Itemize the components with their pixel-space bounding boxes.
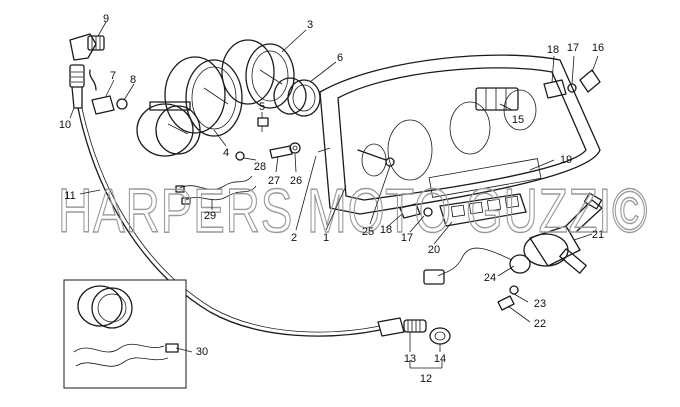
callout-30: 30 <box>196 346 208 358</box>
callout-22: 22 <box>534 318 546 330</box>
switch-panel-bulb <box>399 203 433 219</box>
angle-drive <box>69 33 105 61</box>
cable-lower-end <box>377 317 451 345</box>
callout-28: 28 <box>254 161 266 173</box>
callout-1: 1 <box>323 232 329 244</box>
callout-3: 3 <box>307 19 313 31</box>
warning-light-cluster <box>475 87 519 111</box>
callout-23: 23 <box>534 298 546 310</box>
bulb-holder <box>89 69 128 115</box>
ignition-connector <box>423 247 531 285</box>
instrument-wiring <box>175 175 257 205</box>
callout-8: 8 <box>130 74 136 86</box>
speedometer-cable <box>77 107 381 337</box>
callout-21: 21 <box>592 229 604 241</box>
cable-top-fitting <box>69 64 85 109</box>
inset-detail <box>63 279 187 389</box>
callout-12: 12 <box>420 373 432 385</box>
callout-25: 25 <box>362 226 374 238</box>
callout-29: 29 <box>204 210 216 222</box>
callout-13: 13 <box>404 353 416 365</box>
callout-5: 5 <box>259 101 265 113</box>
switch-panel <box>439 193 527 227</box>
callout-15: 15 <box>512 114 524 126</box>
callout-18b: 18 <box>547 44 559 56</box>
callout-16: 16 <box>592 42 604 54</box>
callout-17b: 17 <box>567 42 579 54</box>
fixing-washer <box>235 151 245 161</box>
voltmeter-gauge <box>136 101 201 157</box>
callout-14: 14 <box>434 353 446 365</box>
callout-17: 17 <box>401 232 413 244</box>
callout-20: 20 <box>428 244 440 256</box>
fascia-screw <box>357 149 395 167</box>
ignition-switch <box>523 192 603 274</box>
leader-lines <box>69 21 599 353</box>
callout-24: 24 <box>484 272 496 284</box>
callout-12-bracket <box>409 360 443 369</box>
speedometer-cable-inner <box>81 107 381 333</box>
callout-11: 11 <box>64 190 75 202</box>
fixing-screw <box>269 145 293 159</box>
dashboard-fascia <box>319 54 601 215</box>
callout-2: 2 <box>291 232 297 244</box>
callout-9: 9 <box>103 13 109 25</box>
callout-4: 4 <box>223 147 229 159</box>
callout-7: 7 <box>110 70 116 82</box>
tachometer-gauge <box>164 56 243 137</box>
callout-18: 18 <box>380 224 392 236</box>
callout-6: 6 <box>337 52 343 64</box>
watermark-text: HARPERS MOTO GUZZI© <box>58 177 648 246</box>
callout-26: 26 <box>290 175 302 187</box>
speedometer-gauge <box>221 39 295 109</box>
fascia-pin <box>317 147 331 153</box>
callout-27: 27 <box>268 175 280 187</box>
callout-10: 10 <box>59 119 71 131</box>
callout-19: 19 <box>560 154 572 166</box>
gauge-bulb <box>257 117 269 132</box>
